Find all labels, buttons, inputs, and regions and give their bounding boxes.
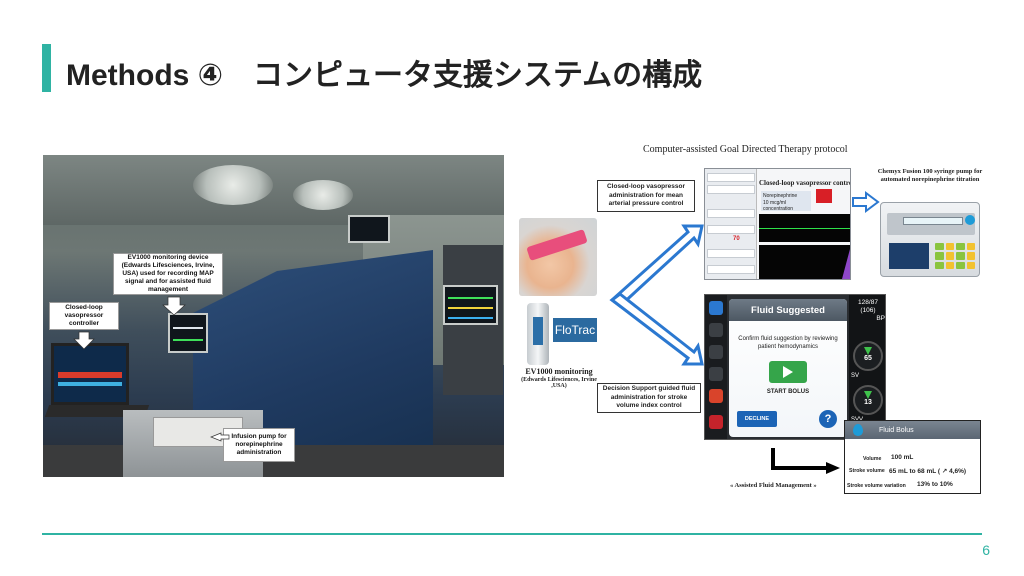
controller-map-line xyxy=(759,228,850,229)
svv-gauge: 13 xyxy=(853,385,883,415)
fluid-suggested-dialog: Fluid Suggested Confirm fluid suggestion… xyxy=(729,299,847,437)
drop-icon xyxy=(853,424,863,436)
sv-value: 65 xyxy=(864,355,872,362)
slide-title: Methods ④ コンピュータ支援システムの構成 xyxy=(66,59,703,92)
arrow-down-icon xyxy=(864,347,872,355)
pump-knob xyxy=(965,215,975,225)
controller-alert-icon xyxy=(816,189,832,203)
patient-arm-image xyxy=(519,218,597,296)
photo-upper-monitor xyxy=(348,215,390,243)
photo-ev1000-screen xyxy=(168,313,208,353)
controller-rate-trace xyxy=(759,245,850,279)
dialog-header: Fluid Suggested xyxy=(729,299,847,321)
fluid-bolus-panel: Fluid Bolus Volume 100 mL Stroke volume … xyxy=(844,420,981,494)
dialog-message: Confirm fluid suggestion by reviewing pa… xyxy=(738,336,838,351)
stroke-volume-variation-value: 13% to 10% xyxy=(917,481,953,488)
controller-row xyxy=(707,225,755,234)
footer-rule xyxy=(42,533,982,535)
controller-drug-conc: 10 mcg/ml concentration xyxy=(763,199,794,213)
controller-rate-fill xyxy=(842,249,850,279)
syringe-pump-image xyxy=(880,202,980,277)
controller-row xyxy=(707,209,755,218)
arrow-head-icon xyxy=(826,462,840,474)
controller-title: Closed-loop vasopressor controller xyxy=(759,179,850,187)
volume-label: Volume xyxy=(863,456,882,462)
assisted-fluid-management-label: « Assisted Fluid Management » xyxy=(730,482,817,489)
controller-row xyxy=(707,249,755,258)
syringe-icon xyxy=(903,217,963,225)
ds-nav-icon[interactable] xyxy=(709,415,723,429)
photo-anesthesia-monitor xyxy=(443,285,498,325)
photo-surgical-light xyxy=(193,165,273,205)
arrow-down-icon xyxy=(162,296,186,316)
ev1000-sensor-image xyxy=(527,303,549,365)
controller-row xyxy=(707,265,755,274)
fluid-bolus-title: Fluid Bolus xyxy=(879,426,914,434)
callout-ev1000: EV1000 monitoring device (Edwards Lifesc… xyxy=(113,253,223,295)
stroke-volume-value: 65 mL to 68 mL ( ↗ 4,6%) xyxy=(889,468,967,475)
controller-sidebar: 70 xyxy=(705,169,757,279)
callout-infusion-pump: Infusion pump for norepinephrine adminis… xyxy=(223,428,295,462)
bp-value: 128/87 xyxy=(858,299,878,306)
pressure-cuff xyxy=(526,229,588,261)
ev1000-label-maker: (Edwards Lifesciences, Irvine ,USA) xyxy=(521,376,597,390)
photo-laptop-screen xyxy=(51,343,129,405)
ds-nav-icon[interactable] xyxy=(709,367,723,381)
ds-parameter-column: 128/87 (106) BP 65 SV 13 SVV xyxy=(849,295,885,439)
map-value: (106) xyxy=(860,306,876,314)
photo-callout-arrows xyxy=(73,296,230,442)
volume-value: 100 mL xyxy=(891,454,914,461)
arrow-left-icon xyxy=(210,432,230,442)
ev1000-label: EV1000 monitoring (Edwards Lifesciences,… xyxy=(520,367,598,390)
arrow-down-right-icon xyxy=(609,292,704,366)
arrow-right-icon xyxy=(852,191,880,213)
controller-drug-name: Norepinephrine xyxy=(763,193,798,199)
ds-nav-icon[interactable] xyxy=(709,389,723,403)
ev1000-label-title: EV1000 monitoring xyxy=(525,367,593,376)
controller-drug: Norepinephrine 10 mcg/ml concentration xyxy=(761,191,811,213)
photo-surgical-light xyxy=(293,180,353,210)
start-bolus-label: START BOLUS xyxy=(766,389,810,395)
stroke-volume-label: Stroke volume xyxy=(849,468,885,474)
arrow-up-right-icon xyxy=(609,224,704,308)
controller-row xyxy=(707,173,755,182)
ds-nav-icon[interactable] xyxy=(709,301,723,315)
ds-sidebar xyxy=(705,295,727,439)
closed-loop-box: Closed-loop vasopressor administration f… xyxy=(597,180,695,212)
page-number: 6 xyxy=(982,542,990,558)
pump-keypad xyxy=(935,243,975,269)
sv-gauge: 65 xyxy=(853,341,883,371)
ds-nav-icon[interactable] xyxy=(709,345,723,359)
callout-closed-loop: Closed-loop vasopressor controller xyxy=(49,302,119,330)
arrow-elbow-icon xyxy=(771,448,828,470)
ds-nav-icon[interactable] xyxy=(709,323,723,337)
controller-row xyxy=(707,185,755,194)
bp-label: BP xyxy=(876,314,885,322)
syringe-pump-title: Chemyx Fusion 100 syringe pump for autom… xyxy=(877,168,983,184)
closed-loop-controller-screen: 70 Closed-loop vasopressor controller No… xyxy=(704,168,851,280)
bp-readout: 128/87 (106) BP xyxy=(851,299,885,322)
decline-button[interactable]: DECLINE xyxy=(737,411,777,427)
decision-support-screen: Fluid Suggested Confirm fluid suggestion… xyxy=(704,294,886,440)
operating-room-photo: EV1000 monitoring device (Edwards Lifesc… xyxy=(43,155,504,477)
help-button[interactable]: ? xyxy=(819,410,837,428)
fluid-bolus-header: Fluid Bolus xyxy=(845,421,980,439)
controller-value: 70 xyxy=(733,236,740,242)
play-icon[interactable] xyxy=(769,361,807,383)
title-accent-bar xyxy=(42,44,51,92)
diagram-title: Computer-assisted Goal Directed Therapy … xyxy=(643,144,848,155)
flotrac-logo: FloTrac xyxy=(553,318,597,342)
pump-display xyxy=(889,243,929,269)
sv-label: SV xyxy=(851,373,860,379)
arrow-down-icon xyxy=(73,331,95,350)
pump-body xyxy=(887,213,975,235)
arrow-down-icon xyxy=(864,391,872,399)
photo-ceiling xyxy=(43,155,504,225)
stroke-volume-variation-label: Stroke volume variation xyxy=(847,483,906,489)
decision-support-box: Decision Support guided fluid administra… xyxy=(597,383,701,413)
svv-value: 13 xyxy=(864,399,872,406)
